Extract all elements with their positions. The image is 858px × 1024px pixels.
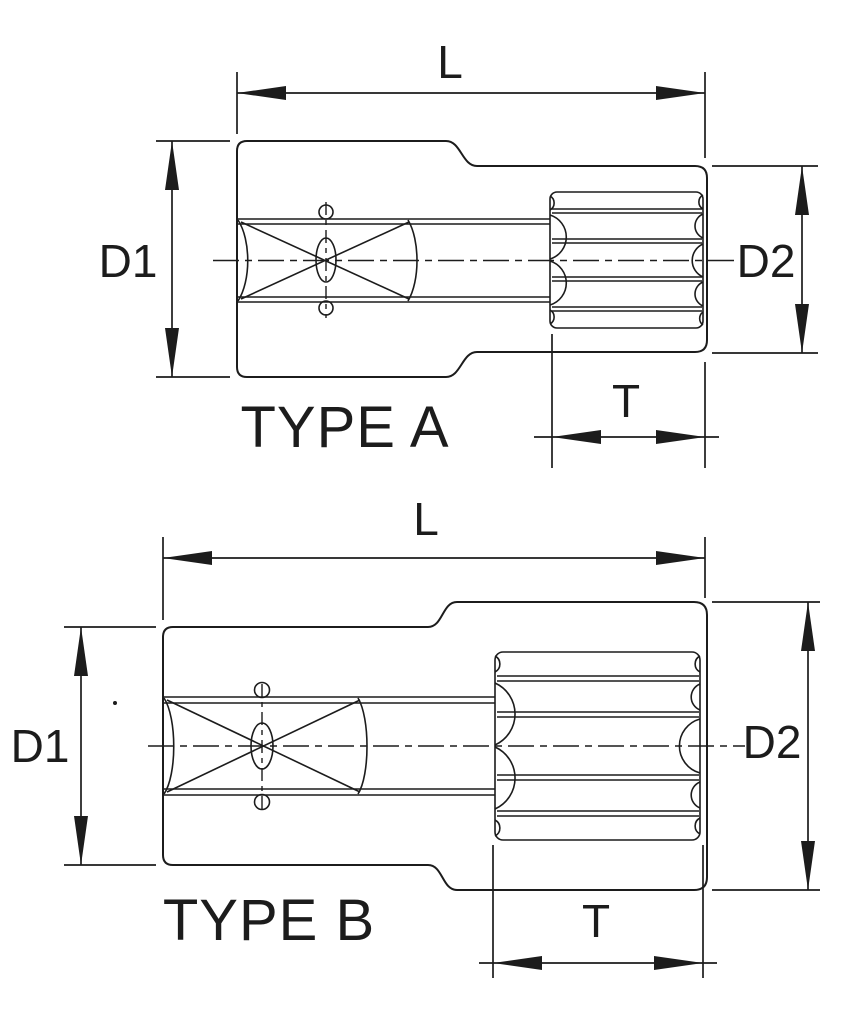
type-b-ball-hole-bottom <box>253 793 271 811</box>
type-a-d2-dimension: D2 <box>712 165 818 354</box>
type-b-t-label: T <box>582 895 610 947</box>
type-b-length-dimension: L <box>162 493 706 620</box>
type-a-length-label: L <box>437 36 463 88</box>
type-a-d2-label: D2 <box>737 235 796 287</box>
type-b-fluted-band <box>494 651 701 841</box>
arrow-left-icon <box>552 430 601 444</box>
type-b-title: TYPE B <box>163 888 375 953</box>
type-b-d2-dimension: D2 <box>712 601 820 891</box>
arrow-down-icon <box>165 328 179 377</box>
type-b-socket-body <box>162 601 708 891</box>
arrow-right-icon <box>656 551 705 565</box>
type-b-d1-dimension: D1 <box>11 626 156 866</box>
type-a-t-label: T <box>612 375 640 427</box>
arrow-up-icon <box>795 166 809 215</box>
arrow-up-icon <box>74 627 88 676</box>
arrow-left-icon <box>163 551 212 565</box>
type-a-socket-body <box>236 140 708 378</box>
type-b-length-label: L <box>413 493 439 545</box>
type-a-fluted-band <box>549 191 704 329</box>
arrow-down-icon <box>795 304 809 353</box>
arrow-right-icon <box>656 430 705 444</box>
arrow-down-icon <box>74 816 88 865</box>
type-b-square-drive-bore <box>163 681 495 811</box>
type-a-d1-dimension: D1 <box>99 140 230 378</box>
type-a-drawing: L <box>99 36 818 468</box>
type-a-length-dimension: L <box>236 36 706 158</box>
type-b-drawing: L <box>11 493 820 978</box>
arrow-right-icon <box>654 956 703 970</box>
arrow-right-icon <box>656 86 705 100</box>
type-b-ball-hole-top <box>253 681 271 699</box>
arrow-up-icon <box>165 141 179 190</box>
type-b-t-dimension: T <box>479 845 717 978</box>
arrow-left-icon <box>237 86 286 100</box>
arrow-down-icon <box>801 841 815 890</box>
arrow-left-icon <box>493 956 542 970</box>
type-a-title: TYPE A <box>240 395 449 460</box>
type-a-d1-label: D1 <box>99 235 158 287</box>
scan-speck <box>113 701 117 705</box>
arrow-up-icon <box>801 602 815 651</box>
type-b-d2-label: D2 <box>743 716 802 768</box>
type-a-t-dimension: T <box>534 334 719 468</box>
type-b-d1-label: D1 <box>11 720 70 772</box>
